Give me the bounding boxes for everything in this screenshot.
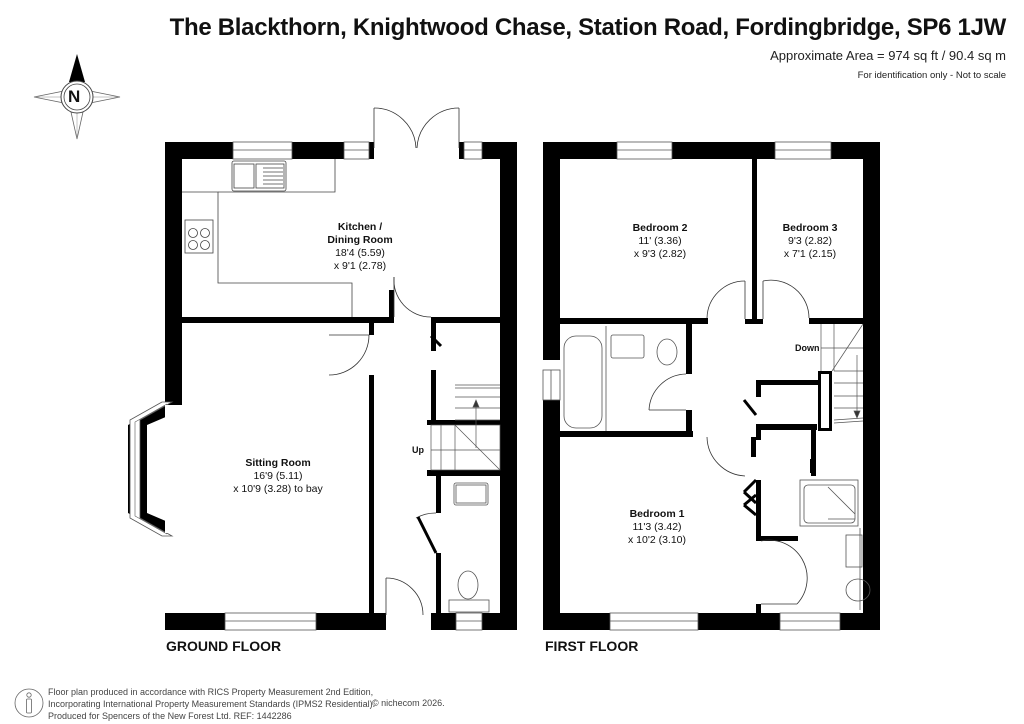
copyright-notice: © nichecom 2026.: [372, 698, 445, 708]
ensuite-fixtures: [799, 479, 871, 610]
first-floor-stairs: [820, 323, 864, 424]
ground-wc-fixtures: [448, 482, 490, 613]
property-address-title: The Blackthorn, Knightwood Chase, Statio…: [169, 14, 1007, 41]
room-bedroom-2: Bedroom 2 11' (3.36) x 9'3 (2.82): [632, 222, 688, 260]
compass-north-label: N: [68, 87, 81, 106]
ground-floor-stairs: [430, 384, 501, 471]
french-doors: [373, 107, 460, 149]
kitchen-worktops: [182, 159, 353, 317]
approximate-area: Approximate Area = 974 sq ft / 90.4 sq m: [770, 48, 1006, 63]
room-bedroom-3: Bedroom 3 9'3 (2.82) x 7'1 (2.15): [782, 222, 838, 260]
ground-floor-label: GROUND FLOOR: [166, 638, 282, 654]
first-floor-walls: [543, 142, 880, 630]
person-info-icon: [14, 688, 44, 718]
bay-window: [128, 401, 182, 537]
stairs-down-label: Down: [795, 343, 820, 353]
bathroom-fixtures: [563, 326, 678, 431]
ground-floor-doors: [328, 276, 437, 616]
footer-legal-text: Floor plan produced in accordance with R…: [48, 687, 376, 721]
first-floor-windows: [542, 141, 841, 631]
room-bedroom-1: Bedroom 1 11'3 (3.42) x 10'2 (3.10): [627, 508, 687, 546]
stairs-up-label: Up: [412, 445, 424, 455]
room-sitting-room: Sitting Room 16'9 (5.11) x 10'9 (3.28) t…: [233, 457, 323, 495]
first-floor-label: FIRST FLOOR: [545, 638, 639, 654]
scale-disclaimer: For identification only - Not to scale: [857, 70, 1006, 81]
ground-floor-windows: [224, 141, 483, 631]
first-floor-doors: [648, 279, 810, 605]
compass-rose-icon: [33, 54, 121, 140]
room-kitchen-dining: Kitchen / Dining Room 18'4 (5.59) x 9'1 …: [327, 221, 393, 272]
